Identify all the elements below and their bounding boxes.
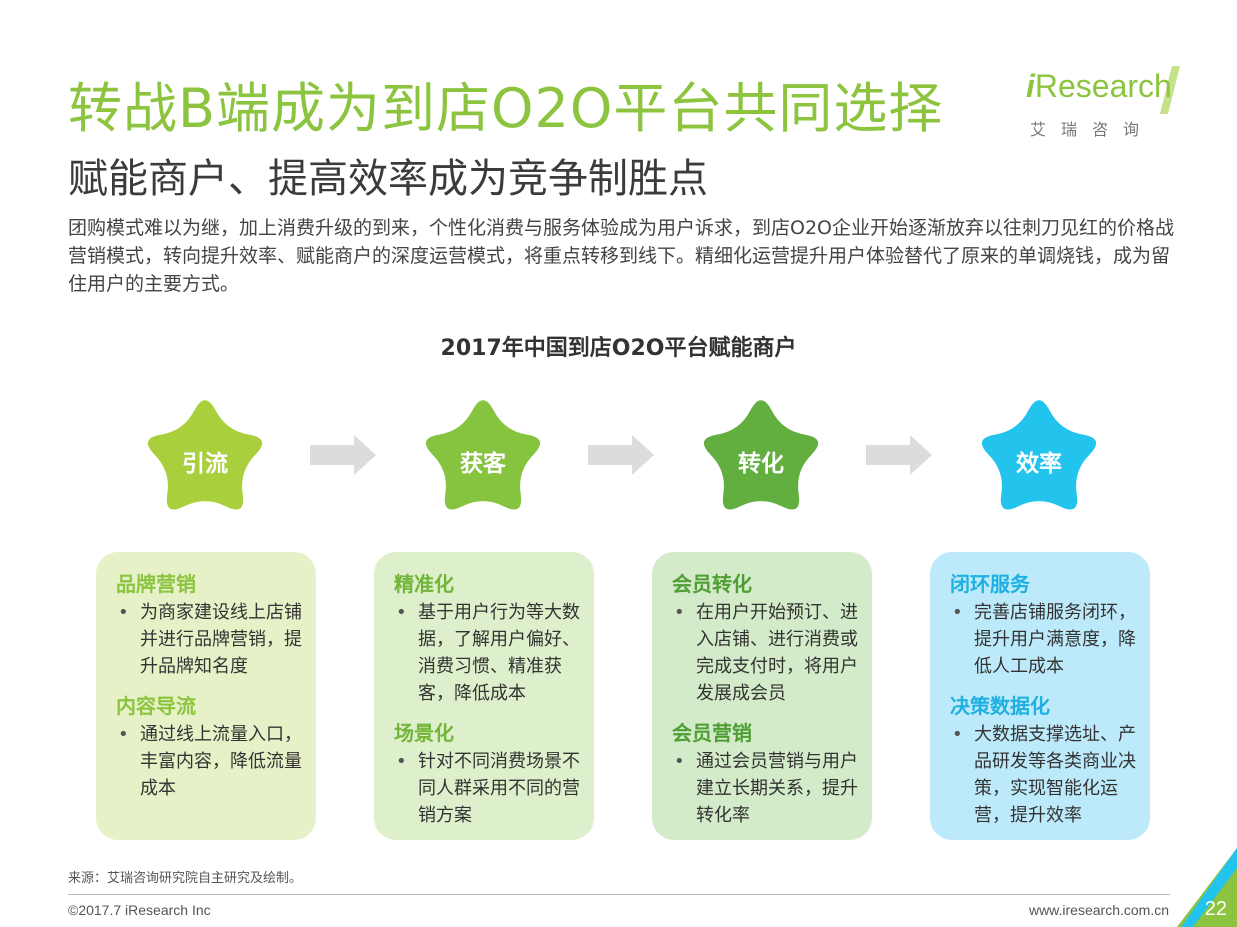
- logo-wordmark: iResearch: [1026, 68, 1172, 105]
- intro-paragraph: 团购模式难以为继，加上消费升级的到来，个性化消费与服务体验成为用户诉求，到店O2…: [68, 214, 1178, 298]
- stage-label: 引流: [130, 444, 280, 478]
- copyright: ©2017.7 iResearch Inc: [68, 902, 211, 918]
- card-heading: 场景化: [394, 717, 580, 746]
- website-link[interactable]: www.iresearch.com.cn: [1029, 902, 1169, 918]
- iresearch-logo: iResearch 艾瑞咨询: [1022, 62, 1182, 142]
- stage-card-4: 闭环服务 完善店铺服务闭环，提升用户满意度，降低人工成本 决策数据化 大数据支撑…: [930, 552, 1150, 840]
- card-bullet: 大数据支撑选址、产品研发等各类商业决策，实现智能化运营，提升效率: [950, 721, 1136, 829]
- card-heading: 会员转化: [672, 568, 858, 597]
- card-bullet: 通过线上流量入口，丰富内容，降低流量成本: [116, 721, 302, 802]
- card-bullet: 完善店铺服务闭环，提升用户满意度，降低人工成本: [950, 599, 1136, 680]
- page-number: 22: [1205, 898, 1227, 921]
- stage-star-2: 获客: [408, 388, 558, 528]
- card-bullet: 针对不同消费场景不同人群采用不同的营销方案: [394, 748, 580, 829]
- card-heading: 内容导流: [116, 690, 302, 719]
- stage-label: 效率: [964, 444, 1114, 478]
- stage-label: 获客: [408, 444, 558, 478]
- card-bullet: 基于用户行为等大数据，了解用户偏好、消费习惯、精准获客，降低成本: [394, 599, 580, 707]
- card-heading: 品牌营销: [116, 568, 302, 597]
- diagram-title: 2017年中国到店O2O平台赋能商户: [0, 330, 1237, 362]
- stage-card-1: 品牌营销 为商家建设线上店铺并进行品牌营销，提升品牌知名度 内容导流 通过线上流…: [96, 552, 316, 840]
- source-note: 来源：艾瑞咨询研究院自主研究及绘制。: [68, 867, 302, 886]
- card-heading: 会员营销: [672, 717, 858, 746]
- footer-divider: [68, 894, 1170, 895]
- flow-arrow-icon: [308, 433, 378, 477]
- stage-card-3: 会员转化 在用户开始预订、进入店铺、进行消费或完成支付时，将用户发展成会员 会员…: [652, 552, 872, 840]
- page-title: 转战B端成为到店O2O平台共同选择: [68, 64, 943, 143]
- stage-star-4: 效率: [964, 388, 1114, 528]
- stage-star-3: 转化: [686, 388, 836, 528]
- stage-star-1: 引流: [130, 388, 280, 528]
- logo-cn: 艾瑞咨询: [1030, 116, 1154, 140]
- card-heading: 精准化: [394, 568, 580, 597]
- card-bullet: 在用户开始预订、进入店铺、进行消费或完成支付时，将用户发展成会员: [672, 599, 858, 707]
- page-subtitle: 赋能商户、提高效率成为竞争制胜点: [68, 146, 708, 204]
- stage-card-2: 精准化 基于用户行为等大数据，了解用户偏好、消费习惯、精准获客，降低成本 场景化…: [374, 552, 594, 840]
- stage-label: 转化: [686, 444, 836, 478]
- flow-arrow-icon: [586, 433, 656, 477]
- card-bullet: 为商家建设线上店铺并进行品牌营销，提升品牌知名度: [116, 599, 302, 680]
- card-heading: 闭环服务: [950, 568, 1136, 597]
- flow-arrow-icon: [864, 433, 934, 477]
- card-bullet: 通过会员营销与用户建立长期关系，提升转化率: [672, 748, 858, 829]
- card-heading: 决策数据化: [950, 690, 1136, 719]
